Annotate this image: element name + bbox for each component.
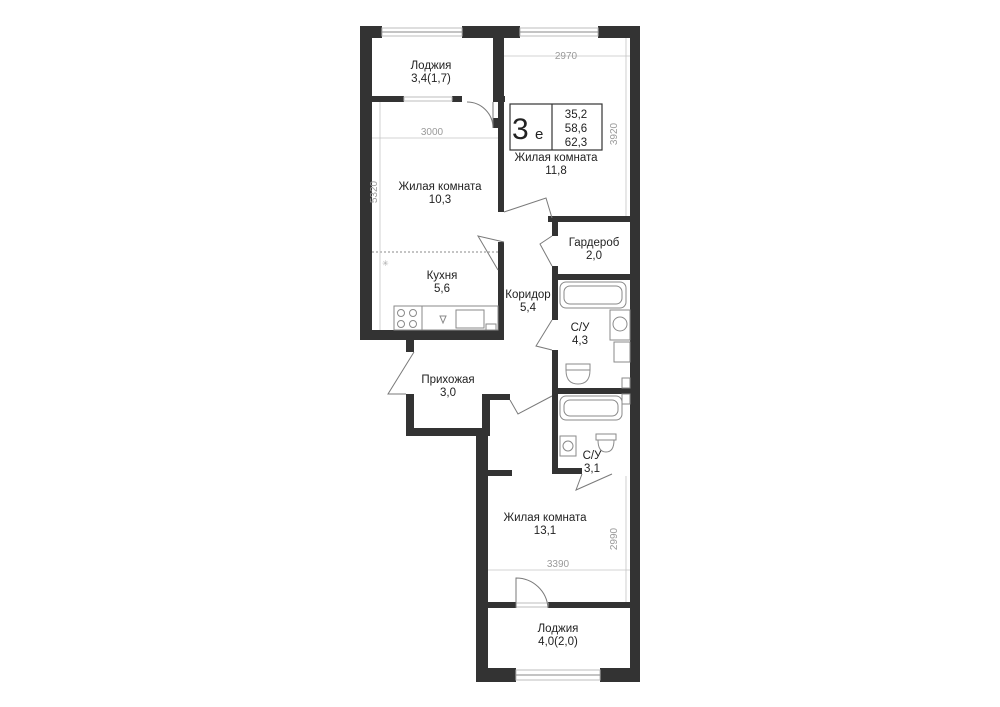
dim-top-right-width: 2970 — [555, 51, 578, 62]
room-living-top-right-name: Жилая комната — [514, 152, 598, 164]
badge-rooms: 3 — [512, 113, 529, 146]
room-living-top-right-area: 11,8 — [545, 165, 567, 177]
room-kitchen-name: Кухня — [427, 270, 458, 282]
room-loggia-bottom-area: 4,0(2,0) — [538, 636, 578, 648]
room-wardrobe-area: 2,0 — [586, 250, 602, 262]
room-living-left-area: 10,3 — [429, 194, 451, 206]
room-living-bottom-name: Жилая комната — [503, 512, 587, 524]
badge-area-with-loggia: 62,3 — [565, 137, 587, 149]
walls — [360, 26, 640, 682]
room-loggia-top-area: 3,4(1,7) — [411, 73, 451, 85]
room-corridor-area: 5,4 — [520, 302, 537, 314]
room-living-bottom-area: 13,1 — [534, 525, 556, 537]
room-hallway-name: Прихожая — [421, 374, 474, 386]
bathroom-fixtures — [559, 281, 631, 457]
svg-text:✳: ✳ — [382, 259, 389, 268]
room-labels: Лоджия 3,4(1,7) Жилая комната 11,8 Жилая… — [398, 60, 619, 648]
kitchen-fixtures: ✳ — [372, 251, 499, 331]
apartment-badge: 3 e 35,2 58,6 62,3 — [509, 103, 603, 151]
dimension-lines — [372, 38, 630, 602]
dim-top-right-depth: 3920 — [609, 122, 620, 145]
room-loggia-bottom-name: Лоджия — [538, 623, 579, 635]
dim-bottom-width: 3390 — [547, 559, 570, 570]
room-corridor-name: Коридор — [505, 289, 550, 301]
windows — [381, 27, 601, 681]
room-wardrobe-name: Гардероб — [569, 237, 620, 249]
room-hallway-area: 3,0 — [440, 387, 456, 399]
room-bathroom-1-area: 4,3 — [572, 335, 588, 347]
room-loggia-top-name: Лоджия — [411, 60, 452, 72]
badge-area-total: 58,6 — [565, 123, 587, 135]
dim-left-depth: 5320 — [369, 180, 380, 203]
dim-bottom-depth: 2990 — [609, 527, 620, 550]
room-kitchen-area: 5,6 — [434, 283, 450, 295]
room-bathroom-2-area: 3,1 — [584, 463, 600, 475]
room-bathroom-2-name: С/У — [583, 450, 603, 462]
room-living-left-name: Жилая комната — [398, 181, 482, 193]
badge-suffix: e — [535, 126, 543, 143]
room-bathroom-1-name: С/У — [571, 322, 591, 334]
dim-left-width: 3000 — [421, 127, 444, 138]
badge-area-living: 35,2 — [565, 109, 587, 121]
door-swings — [387, 101, 613, 609]
